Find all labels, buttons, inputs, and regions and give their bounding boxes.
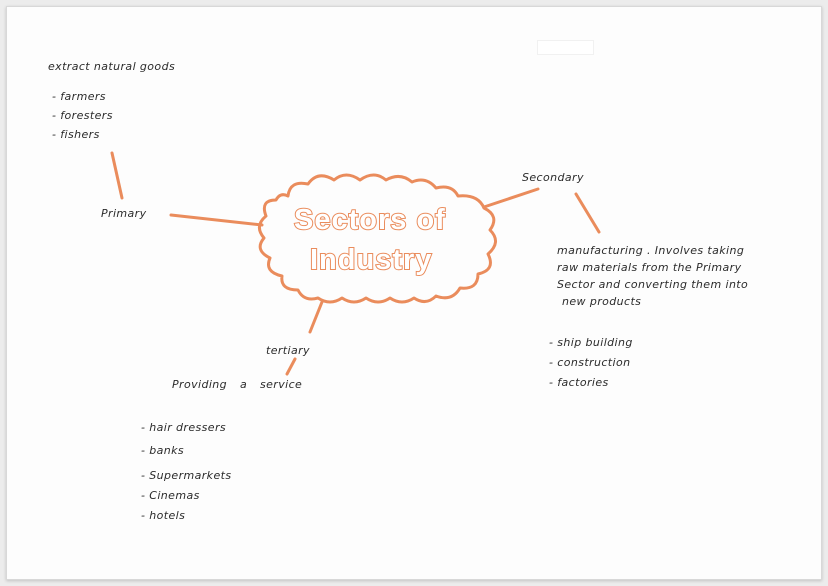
secondary-description-line: raw materials from the Primary	[557, 261, 742, 274]
secondary-example: - factories	[549, 376, 609, 389]
primary-examples-connector	[110, 151, 124, 200]
tertiary-example: - Cinemas	[141, 489, 200, 502]
secondary-example: - ship building	[549, 336, 633, 349]
tertiary-description-connector	[285, 357, 297, 376]
secondary-description-connector	[574, 192, 601, 234]
primary-connector	[169, 213, 264, 227]
tertiary-example: - hair dressers	[141, 421, 227, 434]
primary-example: - foresters	[52, 109, 113, 122]
title-line-2: Industry	[309, 243, 433, 277]
secondary-description-line: manufacturing . Involves taking	[557, 244, 745, 257]
tertiary-connector	[308, 300, 324, 334]
tertiary-example: - hotels	[141, 509, 186, 522]
tertiary-label: tertiary	[266, 344, 310, 357]
primary-label: Primary	[101, 207, 147, 220]
tertiary-example: - banks	[141, 444, 185, 457]
secondary-label: Secondary	[522, 171, 584, 184]
title-line-1: Sectors of	[293, 203, 446, 237]
primary-example: - fishers	[52, 128, 100, 141]
primary-description: extract natural goods	[48, 60, 176, 73]
secondary-description-line: Sector and converting them into	[557, 278, 749, 291]
secondary-connector	[482, 187, 540, 209]
title-cloud	[258, 173, 497, 304]
secondary-description-line: new products	[562, 295, 642, 308]
paper-sheet	[6, 6, 822, 580]
secondary-example: - construction	[549, 356, 631, 369]
tertiary-example: - Supermarkets	[141, 469, 232, 482]
tape-strip	[537, 40, 594, 55]
primary-example: - farmers	[52, 90, 106, 103]
tertiary-description: Providing a service	[172, 378, 303, 391]
